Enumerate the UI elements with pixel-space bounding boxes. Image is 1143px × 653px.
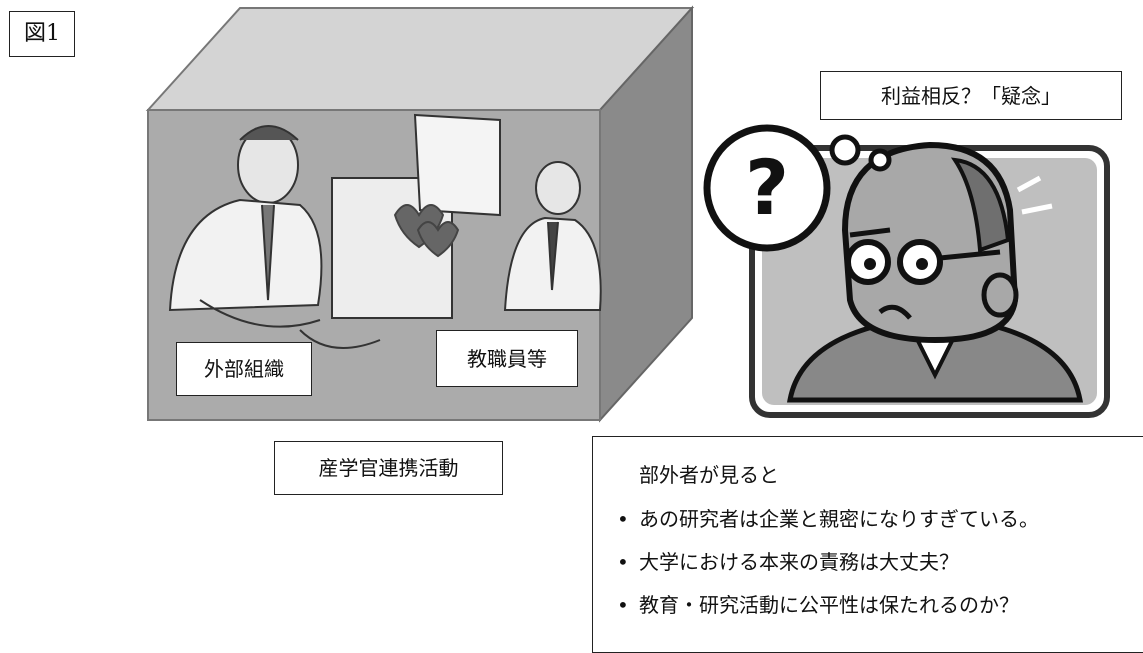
outsider-view-box: 部外者が見ると • あの研究者は企業と親密になりすぎている。 • 大学における本来の… [592, 436, 1143, 653]
outsider-view-heading: 部外者が見ると [639, 463, 779, 487]
conflict-of-interest-label: 利益相反？「疑念」 [820, 71, 1122, 120]
worried-man-illustration: ? [703, 124, 1110, 418]
hearts-icon [393, 204, 460, 258]
list-item: • 大学における本来の責務は大丈夫？ [617, 546, 959, 575]
list-item-text: 大学における本来の責務は大丈夫？ [639, 550, 959, 574]
collaboration-caption: 産学官連携活動 [274, 441, 503, 495]
question-mark-icon: ? [745, 143, 789, 232]
faculty-staff-label: 教職員等 [436, 330, 578, 387]
bullet: • [617, 507, 629, 531]
figure-label: 図1 [9, 11, 75, 57]
handshake-men-illustration [168, 113, 602, 349]
diagram-graphics: ? [145, 5, 1110, 423]
list-item: • 教育・研究活動に公平性は保たれるのか？ [617, 589, 1019, 618]
list-item: • あの研究者は企業と親密になりすぎている。 [617, 503, 1039, 532]
bullet: • [617, 593, 629, 617]
list-item-text: あの研究者は企業と親密になりすぎている。 [639, 507, 1039, 531]
bullet: • [617, 550, 629, 574]
external-organization-label: 外部組織 [176, 342, 312, 396]
box-top-face [145, 7, 695, 111]
list-item-text: 教育・研究活動に公平性は保たれるのか？ [639, 593, 1019, 617]
